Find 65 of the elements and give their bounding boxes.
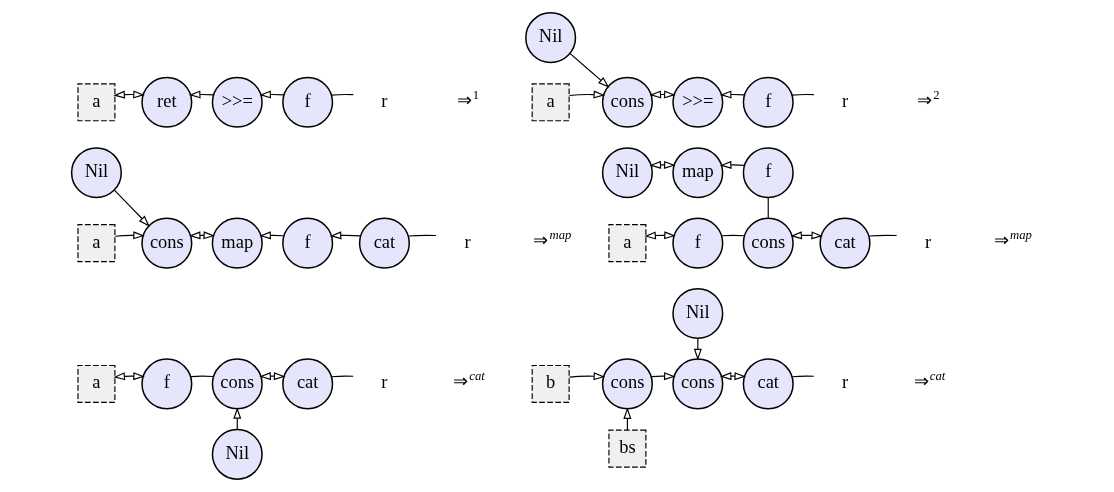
- node-circle: Nil: [211, 428, 263, 480]
- connector: [407, 234, 437, 237]
- node-circle: cons: [742, 217, 794, 269]
- label: ⇒$^{cat}$: [913, 369, 946, 392]
- node-text: r: [841, 90, 849, 111]
- node-text: r: [464, 231, 471, 252]
- arrow: [649, 160, 676, 169]
- node-text: r: [381, 90, 388, 111]
- connector: [190, 375, 214, 378]
- node-circle: cons: [601, 358, 653, 410]
- connector: [791, 375, 815, 378]
- node-circle: cons: [601, 76, 653, 128]
- connector: [721, 234, 745, 237]
- node-circle: >>=: [211, 76, 263, 128]
- node-circle: f: [672, 217, 724, 269]
- node-circle: map: [672, 147, 724, 199]
- arrow: [259, 90, 285, 99]
- connector: [767, 197, 769, 219]
- node-box: bs: [608, 429, 647, 468]
- label: ⇒$^{map}$: [533, 228, 572, 251]
- node-circle: Nil: [70, 147, 122, 199]
- node-circle: cat: [282, 358, 334, 410]
- node-circle: f: [742, 76, 794, 128]
- arrow: [568, 90, 606, 99]
- node-circle: f: [742, 147, 794, 199]
- label: ⇒$^{map}$: [993, 228, 1032, 251]
- node-circle: cons: [672, 358, 724, 410]
- node-circle: map: [211, 217, 263, 269]
- node-box: a: [77, 224, 116, 263]
- arrow: [568, 372, 606, 381]
- node-circle: ret: [141, 76, 193, 128]
- arrow: [719, 160, 745, 169]
- node-text: r: [381, 372, 388, 393]
- connector: [331, 375, 354, 378]
- node-circle: Nil: [525, 12, 577, 64]
- arrow: [114, 231, 145, 240]
- arrow: [650, 372, 676, 381]
- node-box: a: [77, 364, 116, 403]
- node-box: a: [531, 83, 570, 122]
- node-box: b: [531, 364, 570, 403]
- node-circle: cat: [358, 217, 410, 269]
- node-text: r: [925, 231, 932, 252]
- node-circle: >>=: [672, 76, 724, 128]
- node-box: a: [608, 224, 647, 263]
- arrow: [329, 231, 362, 240]
- connector: [868, 234, 898, 237]
- arrow: [113, 372, 145, 381]
- label: ⇒$^{1}$: [456, 87, 480, 110]
- node-circle: Nil: [601, 147, 653, 199]
- node-circle: cons: [141, 217, 193, 269]
- node-circle: cat: [742, 358, 794, 410]
- node-circle: cat: [819, 217, 871, 269]
- label: ⇒$^{2}$: [917, 87, 940, 110]
- node-circle: f: [282, 217, 334, 269]
- node-circle: Nil: [672, 287, 724, 340]
- node-text: r: [841, 372, 849, 393]
- arrow: [569, 53, 610, 88]
- connector: [331, 93, 354, 96]
- node-circle: cons: [211, 358, 263, 410]
- arrow: [113, 189, 150, 227]
- connector: [791, 93, 815, 96]
- node-box: a: [77, 83, 116, 122]
- node-circle: f: [282, 76, 334, 128]
- node-circle: f: [141, 358, 193, 410]
- label: ⇒$^{cat}$: [453, 369, 485, 392]
